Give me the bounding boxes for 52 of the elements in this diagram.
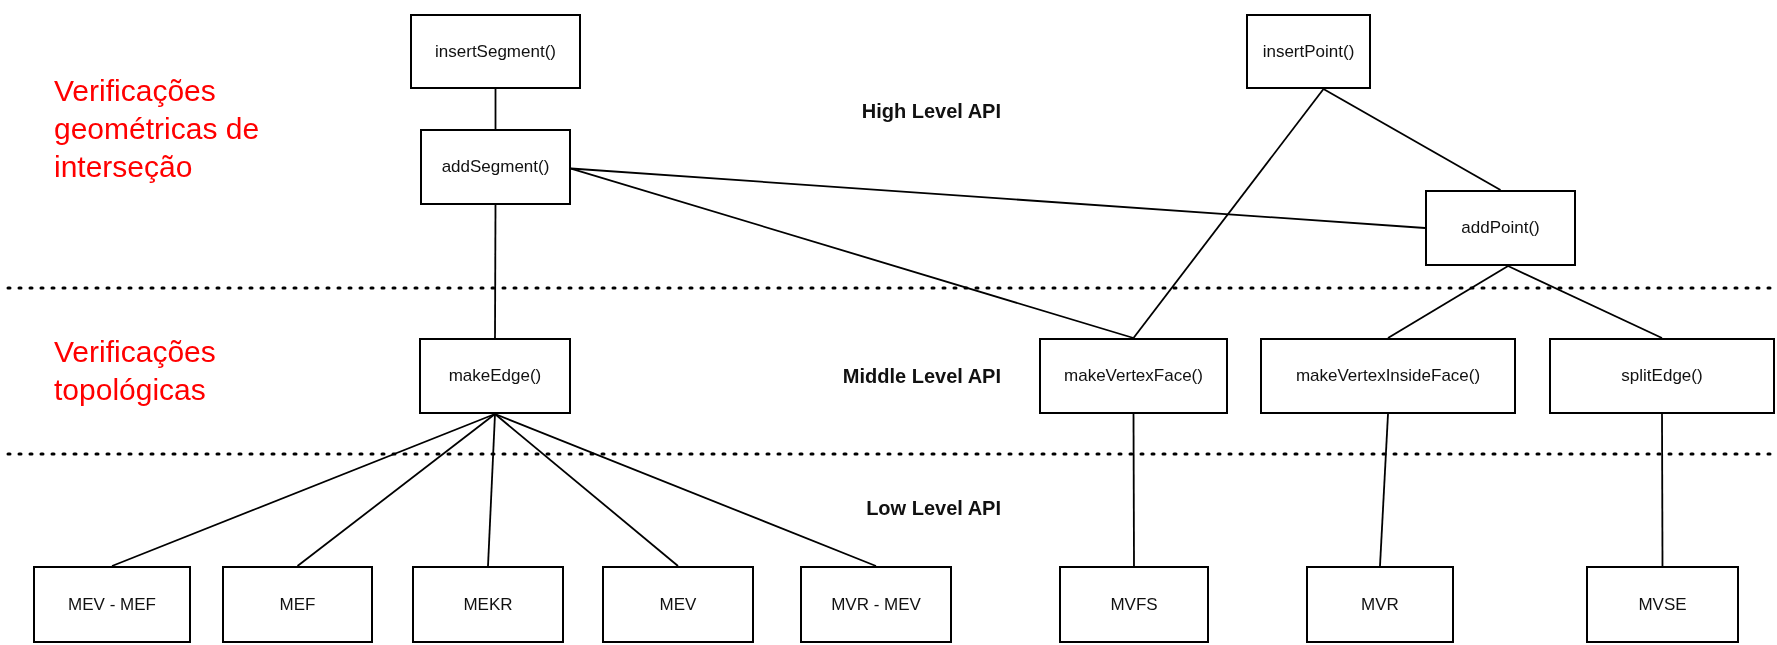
function-box <box>1586 566 1739 643</box>
function-name: addPoint() <box>1461 218 1540 238</box>
level-heading: Middle Level API <box>842 365 1001 388</box>
function-name: splitEdge() <box>1621 366 1703 386</box>
level-heading: High Level API <box>861 100 1001 123</box>
connector-line <box>1507 265 1663 339</box>
connector-line <box>570 167 1135 339</box>
function-box <box>1425 190 1576 266</box>
function-name: addSegment() <box>441 157 550 177</box>
annotation-note: Verificações geométricas de interseção <box>54 73 261 185</box>
function-name: makeVertexInsideFace() <box>1295 366 1481 386</box>
function-name: MEV - MEF <box>68 594 156 615</box>
connector-line <box>494 413 877 567</box>
function-box <box>412 566 564 643</box>
function-box <box>1059 566 1209 643</box>
function-name: insertSegment() <box>435 41 556 62</box>
function-name: MEV <box>659 594 697 615</box>
function-box <box>419 338 571 414</box>
level-heading: Low Level API <box>866 497 1001 520</box>
function-box <box>1260 338 1516 414</box>
function-name: MVR - MEV <box>831 594 921 615</box>
connector-line <box>1387 265 1509 339</box>
function-name: insertPoint() <box>1262 41 1355 62</box>
connector-line <box>487 413 496 567</box>
connector-line <box>296 413 496 567</box>
function-box <box>410 14 581 89</box>
connector-line <box>1661 413 1664 567</box>
function-box <box>602 566 754 643</box>
connector-line <box>1132 413 1135 567</box>
function-name: makeVertexFace() <box>1064 366 1203 386</box>
connector-line <box>494 413 679 567</box>
function-name: MVR <box>1361 594 1399 615</box>
connector-line <box>1322 88 1502 191</box>
connector-line <box>1132 88 1325 339</box>
function-name: MEF <box>279 594 316 615</box>
function-name: MVFS <box>1110 594 1158 615</box>
function-box <box>1039 338 1228 414</box>
function-box <box>222 566 373 643</box>
function-box <box>1549 338 1775 414</box>
function-name: makeEdge() <box>448 366 542 386</box>
function-box <box>1306 566 1454 643</box>
connector-line <box>494 88 497 130</box>
function-box <box>1246 14 1371 89</box>
function-name: MVSE <box>1638 594 1687 615</box>
function-box <box>33 566 191 643</box>
function-box <box>800 566 952 643</box>
annotation-note: Verificações topológicas <box>54 334 217 408</box>
function-name: MEKR <box>463 594 513 615</box>
function-box <box>420 129 571 205</box>
connector-line <box>494 204 497 339</box>
connector-line <box>570 167 1426 229</box>
connector-line <box>1379 413 1389 567</box>
